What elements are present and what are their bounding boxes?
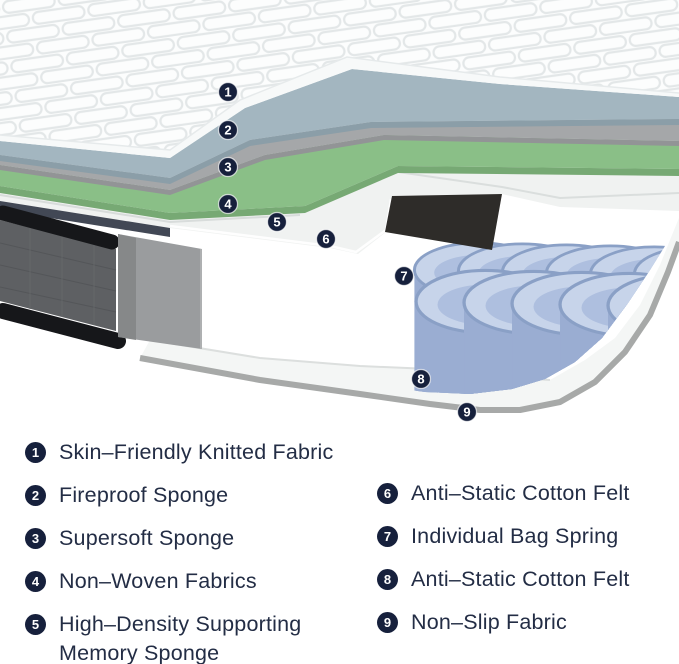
svg-text:7: 7 <box>400 269 407 284</box>
legend-label-3: Supersoft Sponge <box>59 526 235 550</box>
legend-item-6: 6 Anti–Static Cotton Felt <box>377 479 677 508</box>
legend-badge-9: 9 <box>377 612 398 633</box>
diagram-badge-4: 4 <box>217 193 239 215</box>
legend-label-8: Anti–Static Cotton Felt <box>411 567 630 591</box>
diagram-badge-6: 6 <box>315 228 337 250</box>
diagram-badges: 1 2 3 4 5 <box>217 81 478 423</box>
non-slip-fabric-rim <box>139 240 679 413</box>
diagram-badge-9: 9 <box>456 401 478 423</box>
legend-item-9: 9 Non–Slip Fabric <box>377 608 677 637</box>
supersoft-sponge-layer <box>0 119 679 195</box>
legend-column-right: 6 Anti–Static Cotton Felt 7 Individual B… <box>377 479 677 651</box>
diagram-badge-7: 7 <box>393 265 415 287</box>
quilt-edge-strip <box>0 57 679 158</box>
legend-badge-5: 5 <box>25 614 46 635</box>
legend-label-7: Individual Bag Spring <box>411 524 619 548</box>
mattress-cutaway-illustration: 1 2 3 4 5 <box>0 0 679 423</box>
knitted-fabric-top <box>0 0 679 151</box>
legend-item-2: 2 Fireproof Sponge <box>25 481 370 510</box>
diagram-badge-2: 2 <box>217 119 239 141</box>
fireproof-sponge-layer <box>0 69 679 184</box>
legend-label-6: Anti–Static Cotton Felt <box>411 481 630 505</box>
legend-item-8: 8 Anti–Static Cotton Felt <box>377 565 677 594</box>
legend-column-left: 1 Skin–Friendly Knitted Fabric 2 Firepro… <box>25 438 370 664</box>
legend-badge-6: 6 <box>377 483 398 504</box>
legend-item-1: 1 Skin–Friendly Knitted Fabric <box>25 438 370 467</box>
svg-text:2: 2 <box>224 123 231 138</box>
bottom-binding-tape <box>0 303 126 349</box>
legend-badge-8: 8 <box>377 569 398 590</box>
legend-badge-2: 2 <box>25 485 46 506</box>
svg-text:6: 6 <box>322 232 329 247</box>
svg-text:5: 5 <box>273 215 280 230</box>
exposed-spring-pocket <box>385 194 502 250</box>
legend-label-2: Fireproof Sponge <box>59 483 229 507</box>
top-binding-tape <box>0 205 120 250</box>
cutaway-svg: 1 2 3 4 5 <box>0 0 679 423</box>
mattress-side-panel <box>0 201 202 349</box>
diagram-badge-1: 1 <box>217 81 239 103</box>
svg-text:1: 1 <box>224 85 231 100</box>
legend-label-4: Non–Woven Fabrics <box>59 569 257 593</box>
legend-label-1: Skin–Friendly Knitted Fabric <box>59 440 334 464</box>
legend-item-5: 5 High–Density Supporting Memory Sponge <box>25 610 370 664</box>
legend-badge-4: 4 <box>25 571 46 592</box>
svg-text:9: 9 <box>463 405 470 420</box>
legend-item-7: 7 Individual Bag Spring <box>377 522 677 551</box>
diagram-badge-3: 3 <box>217 156 239 178</box>
legend-badge-7: 7 <box>377 526 398 547</box>
legend-item-3: 3 Supersoft Sponge <box>25 524 370 553</box>
edge-foam-slab <box>118 234 202 349</box>
legend-label-5: High–Density Supporting Memory Sponge <box>59 612 302 664</box>
svg-text:8: 8 <box>417 372 424 387</box>
diagram-badge-8: 8 <box>410 368 432 390</box>
legend-label-9: Non–Slip Fabric <box>411 610 567 634</box>
diagram-badge-5: 5 <box>266 211 288 233</box>
legend-badge-1: 1 <box>25 442 46 463</box>
svg-text:4: 4 <box>224 197 232 212</box>
svg-text:3: 3 <box>224 160 231 175</box>
legend-badge-3: 3 <box>25 528 46 549</box>
legend-item-4: 4 Non–Woven Fabrics <box>25 567 370 596</box>
